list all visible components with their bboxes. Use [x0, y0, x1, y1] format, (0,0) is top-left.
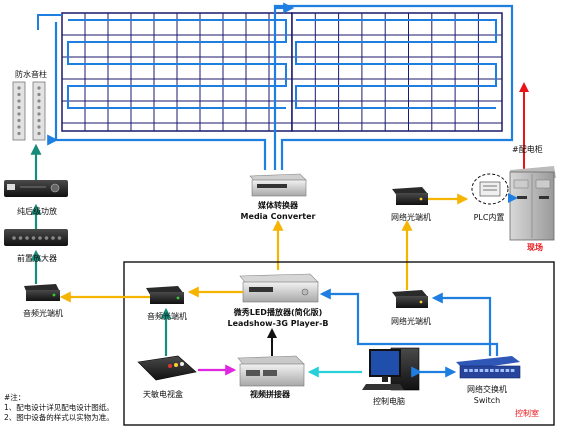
waterproof-speaker-column [12, 81, 46, 141]
line-blue-switch-player [319, 288, 499, 356]
line-blue-switch-netconv [431, 292, 492, 356]
switch-port [484, 369, 489, 372]
speaker-grille-dot [17, 105, 21, 110]
preamp-knob [44, 236, 49, 240]
label-media-converter-cn: 媒体转换器 [258, 201, 298, 210]
label-led-player-en: Leadshow-3G Player-B [227, 319, 329, 328]
switch-port [505, 369, 510, 372]
distribution-cabinet [509, 166, 556, 241]
media-converter-device [249, 173, 307, 197]
label-tv-box: 天敏电视盒 [143, 390, 183, 399]
speaker-grille-dot [37, 118, 41, 123]
label-video-splicer: 视频拼接器 [250, 390, 290, 399]
preamp-knob [31, 236, 36, 240]
control-computer [362, 347, 420, 391]
preamp-knob [57, 236, 62, 240]
switch-port [495, 369, 499, 372]
label-net-converter-top: 网络光端机 [391, 213, 431, 222]
speaker-grille-dot [17, 99, 21, 103]
speaker-grille-dot [17, 112, 21, 116]
plc-unit [471, 173, 509, 205]
label-cabinet: #配电柜 [512, 145, 543, 154]
line-blue-to-media-converter-left [47, 134, 267, 170]
label-plc: PLC内置 [473, 213, 505, 222]
speaker-grille-dot [37, 92, 41, 97]
led-data-path-right [295, 19, 497, 109]
switch-port [510, 369, 515, 372]
preamp-knob [38, 236, 42, 240]
notes-line-2: 2、图中设备的样式以实物为准。 [4, 413, 114, 422]
label-audio-converter-mid: 音频光端机 [147, 312, 187, 321]
speaker-grille-dot [17, 125, 21, 129]
audio-fiber-converter-left [24, 284, 60, 301]
notes-title: #注： [4, 393, 26, 402]
speaker-grille-dot [37, 86, 41, 90]
label-control-room: 控制室 [515, 409, 539, 418]
label-switch-en: Switch [473, 396, 501, 405]
switch-port [500, 369, 504, 372]
preamp-knob [18, 236, 23, 240]
label-control-pc: 控制电脑 [373, 397, 405, 406]
label-media-converter-en: Media Converter [240, 212, 316, 221]
switch-port [464, 369, 468, 372]
speaker-grille-dot [17, 118, 21, 123]
video-splicer-device [237, 355, 305, 387]
switch-port [490, 369, 494, 372]
led-screen-grid [62, 13, 502, 131]
preamp-knob [25, 236, 29, 240]
notes-line-1: 1、配电设计详见配电设计图纸。 [4, 403, 114, 412]
led-screen-right-panel [291, 12, 503, 132]
line-blue-outer-loop [273, 4, 514, 170]
led-screen [61, 12, 503, 132]
switch-port [479, 369, 484, 372]
label-switch-cn: 网络交换机 [467, 385, 507, 394]
tv-box-device [137, 355, 197, 381]
network-fiber-converter-middle [392, 290, 428, 308]
power-amplifier [4, 180, 68, 197]
network-switch-device [456, 356, 521, 379]
network-fiber-converter-top [392, 187, 428, 205]
switch-port [474, 369, 478, 372]
preamplifier [4, 229, 68, 246]
speaker-grille-dot [17, 86, 21, 90]
label-audio-converter-left: 音频光端机 [23, 309, 63, 318]
led-player-device [239, 273, 319, 303]
label-led-player-cn: 微秀LED播放器(简化版) [233, 308, 323, 317]
speaker-grille-dot [37, 112, 41, 116]
speaker-grille-dot [17, 92, 21, 97]
speaker-grille-dot [37, 99, 41, 103]
label-speaker: 防水音柱 [15, 70, 47, 79]
notes: #注： 1、配电设计详见配电设计图纸。 2、图中设备的样式以实物为准。 [4, 393, 114, 423]
audio-fiber-converter-middle [146, 286, 184, 304]
speaker-grille-dot [37, 105, 41, 110]
label-net-converter-mid: 网络光端机 [391, 317, 431, 326]
speaker-grille-dot [37, 125, 41, 129]
label-power-amp: 纯后级功放 [17, 207, 57, 216]
line-blue-top-left [37, 14, 62, 30]
speaker-grille-dot [17, 131, 21, 136]
speaker-grille-dot [37, 131, 41, 136]
control-room-border [123, 261, 555, 426]
preamp-knob [51, 236, 55, 240]
label-preamp: 前置放大器 [17, 254, 57, 263]
switch-port [469, 369, 473, 372]
preamp-knob [12, 236, 16, 240]
label-site: 现场 [527, 243, 543, 252]
led-data-path-left [67, 19, 287, 109]
